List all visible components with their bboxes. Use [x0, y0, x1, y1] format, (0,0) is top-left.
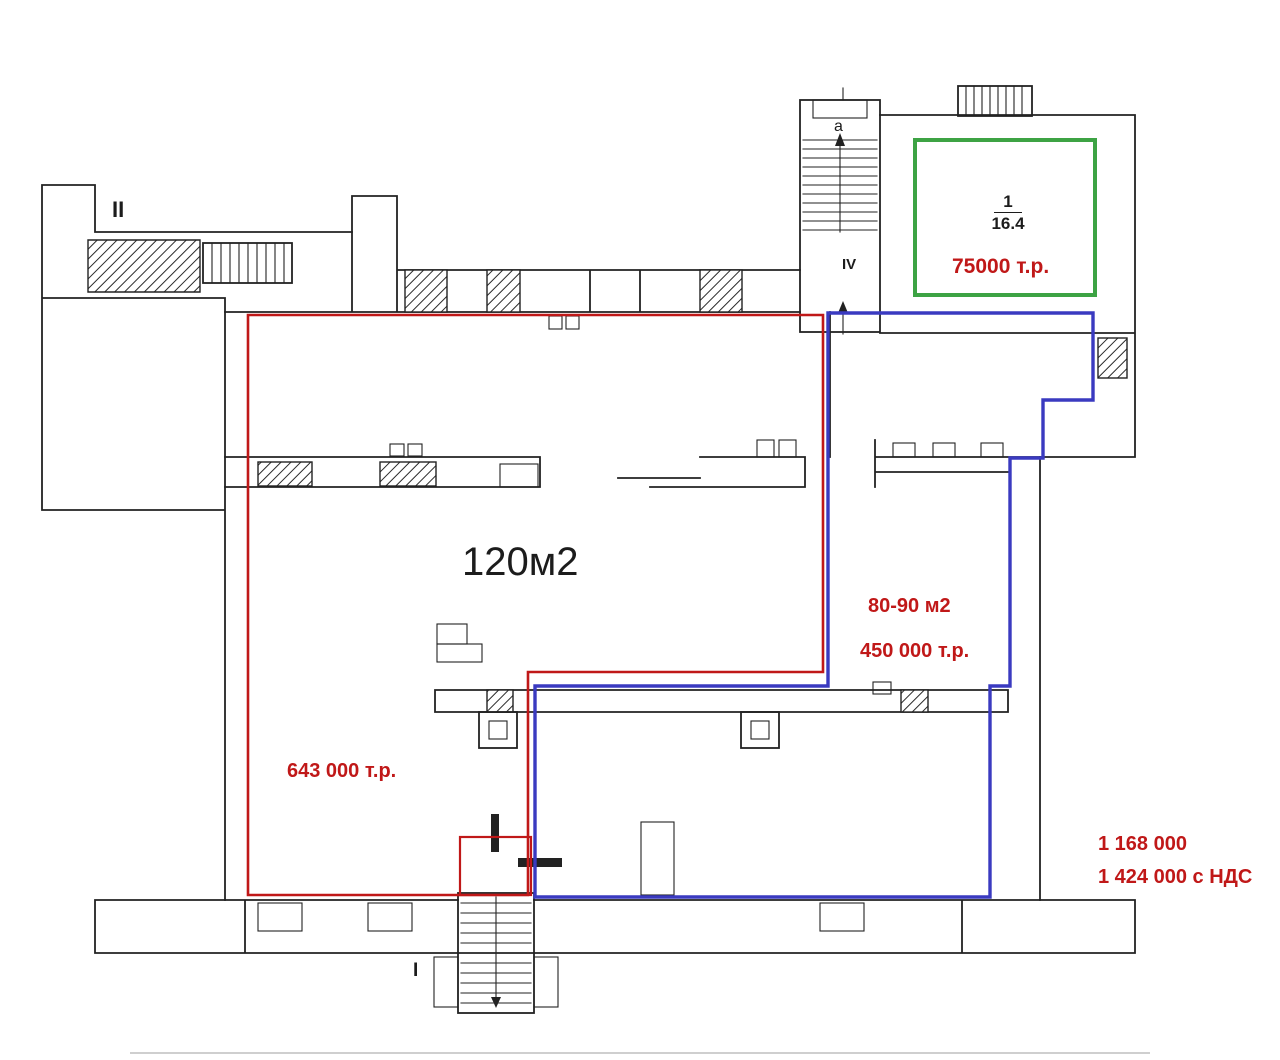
entry-up-arrow	[838, 301, 848, 313]
top-right-staircase	[799, 87, 881, 335]
stair-up-arrow	[835, 133, 845, 146]
stair-down-arrow	[491, 997, 501, 1008]
label-stair-IV: IV	[842, 256, 857, 273]
green-room-price-label: 75000 т.р.	[952, 255, 1050, 278]
wall-mark	[518, 858, 562, 867]
red-region-outline	[246, 313, 825, 897]
label-stair-a: a	[834, 118, 843, 135]
interior-wall-lower	[434, 623, 1009, 749]
green-room-area-value: 16.4	[991, 214, 1025, 233]
interior-wall-upper	[224, 311, 1041, 488]
bottom-staircase	[433, 892, 559, 1014]
label-wing-II: II	[112, 197, 125, 222]
left-stair-treads	[211, 242, 285, 284]
bottom-wall	[94, 814, 1136, 954]
green-room-fraction: 1 16.4	[975, 192, 1041, 234]
red-region-price-label: 643 000 т.р.	[287, 760, 397, 782]
column	[740, 711, 780, 749]
label-stair-I: I	[413, 960, 419, 981]
column	[478, 711, 518, 749]
red-small-box-outline	[458, 835, 533, 897]
red-region-area-label: 120м2	[462, 540, 579, 584]
blue-region-area-label: 80-90 м2	[868, 595, 951, 617]
total-price-label: 1 168 000	[1098, 833, 1187, 855]
total-price-vat-label: 1 424 000 с НДС	[1098, 866, 1253, 888]
ramp-hatch	[87, 239, 201, 293]
blue-region-outline	[533, 311, 1095, 899]
top-wall	[224, 195, 801, 330]
blue-region-price-label: 450 000 т.р.	[860, 640, 970, 662]
wall-mark	[491, 814, 499, 852]
left-wing	[41, 184, 353, 901]
green-region-outline	[913, 138, 1097, 297]
top-small-stair	[965, 85, 1023, 117]
green-room-number: 1	[994, 192, 1022, 213]
